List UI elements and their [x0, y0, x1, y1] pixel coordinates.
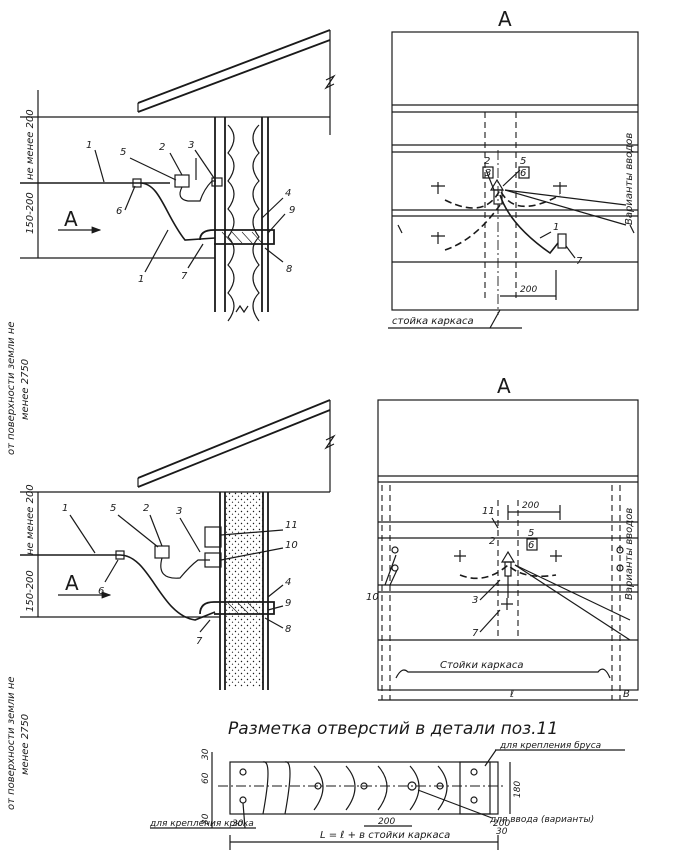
callout-b2: 2 [143, 503, 149, 514]
callout-7: 7 [181, 271, 188, 282]
variants-label-top: Варианты вводов [624, 133, 635, 225]
variant-wire-a [444, 188, 561, 209]
variants-label-bottom: Варианты вводов [624, 508, 635, 600]
frame-posts-brace [395, 668, 611, 679]
callout-1a: 1 [86, 140, 92, 151]
callout-b9: 9 [285, 598, 291, 609]
dim-60: 60 [201, 772, 211, 784]
frame-post-label: стойка каркаса [392, 316, 474, 327]
label-inlet: для ввода (варианты) [489, 815, 594, 825]
callout-bs6: 6 [528, 540, 534, 551]
arrow-label-a: A [64, 207, 78, 231]
callout-1b: 1 [138, 274, 144, 285]
marking-title: Разметка отверстий в детали поз.11 [228, 719, 558, 739]
callout-b8: 8 [285, 624, 291, 635]
dim-30-a: 30 [201, 748, 211, 760]
hook-markers-top [431, 178, 567, 249]
dim-200-label-bottom: не менее 200 [25, 484, 36, 555]
dim-30-b: 30 [201, 813, 211, 825]
bottom-elevation-leaders [69, 514, 284, 633]
top-elevation-view: 1 5 2 3 4 9 6 1 7 8 A не менее 200 150-2… [6, 29, 336, 455]
arrow-label-a-bottom: A [65, 571, 79, 595]
top-section-a: A 2 3 5 [388, 7, 639, 329]
dim-180: 180 [513, 781, 523, 798]
wall-section-bottom [219, 492, 269, 690]
callout-s7: 7 [576, 256, 583, 267]
ground-note-line1-bottom: от поверхности земли не [6, 676, 17, 810]
top-elevation-leaders [94, 149, 286, 273]
edge-label: B [623, 689, 630, 700]
variant-wire-bottom [459, 563, 557, 580]
callout-bs2: 2 [489, 536, 495, 547]
inlet-wire-bottom [20, 554, 216, 621]
dim-30-d: 200 [493, 819, 510, 829]
section-a-title-top: A [498, 7, 512, 31]
callout-s6: 6 [520, 168, 526, 179]
variant-wire-b [444, 204, 501, 251]
clamp-6 [132, 178, 142, 188]
section-a-title-bottom: A [497, 374, 511, 398]
callout-bs3: 3 [472, 595, 478, 606]
callout-b5: 5 [110, 503, 116, 514]
roof-slope [137, 29, 336, 135]
detail-strip [229, 761, 499, 815]
callout-9: 9 [289, 205, 295, 216]
section-a-frame-top [391, 31, 639, 311]
dim-30-e: 30 [496, 827, 508, 837]
callout-bs7: 7 [472, 628, 479, 639]
callout-b3: 3 [176, 506, 182, 517]
dim-30-c: 30 [232, 819, 244, 829]
frame-posts-label: Стойки каркаса [440, 660, 523, 671]
callout-b4: 4 [285, 577, 291, 588]
callout-b7: 7 [196, 636, 203, 647]
callout-b11: 11 [285, 520, 298, 531]
callout-s3: 3 [485, 168, 491, 179]
roof-slope-bottom [137, 399, 336, 492]
callout-s5: 5 [520, 156, 526, 167]
dim-200-label: не менее 200 [25, 109, 36, 180]
ground-note-line2: менее 2750 [20, 359, 31, 420]
dim-150-200-label-bottom: 150-200 [25, 570, 36, 612]
section-a-frame-bottom [377, 399, 639, 691]
formula: L = ℓ + в стойки каркаса [320, 830, 450, 841]
inlet-wire-section [499, 194, 559, 255]
label-hook: для крепления крюка [149, 819, 254, 829]
span-label: ℓ [510, 689, 514, 700]
insulator-2-bottom [154, 526, 222, 579]
callout-6: 6 [116, 206, 122, 217]
callout-b1: 1 [62, 503, 68, 514]
callout-s2: 2 [484, 156, 490, 167]
label-beam: для крепления бруса [499, 741, 601, 751]
callout-5: 5 [120, 147, 126, 158]
dim-150-200-label: 150-200 [25, 192, 36, 234]
callout-3: 3 [188, 140, 194, 151]
wall-bushing-9-bottom [199, 601, 275, 615]
callout-bs11: 11 [482, 506, 495, 517]
ground-note-line2-bottom: менее 2750 [20, 714, 31, 775]
bottom-section-a: A 11 [366, 374, 639, 701]
callout-2: 2 [159, 142, 165, 153]
clamp-6-bottom [115, 550, 125, 560]
dim-200-bottom: 200 [522, 501, 539, 511]
callout-bs5: 5 [528, 528, 534, 539]
callout-s1: 1 [553, 222, 559, 233]
bottom-elevation-view: 1 5 2 3 11 10 4 6 9 8 7 A не менее 200 1… [6, 399, 336, 810]
marking-detail: Разметка отверстий в детали поз.11 для к… [149, 719, 625, 850]
wall-bushing-9 [199, 229, 275, 245]
callout-4: 4 [285, 188, 291, 199]
callout-b6: 6 [98, 586, 104, 597]
dim-200-top: 200 [520, 285, 537, 295]
callout-bs10: 10 [366, 592, 379, 603]
ground-note-line1: от поверхности земли не [6, 321, 17, 455]
callout-b10: 10 [285, 540, 298, 551]
callout-8: 8 [286, 264, 292, 275]
dim-200-marking: 200 [378, 817, 395, 827]
wall-section [214, 117, 269, 322]
